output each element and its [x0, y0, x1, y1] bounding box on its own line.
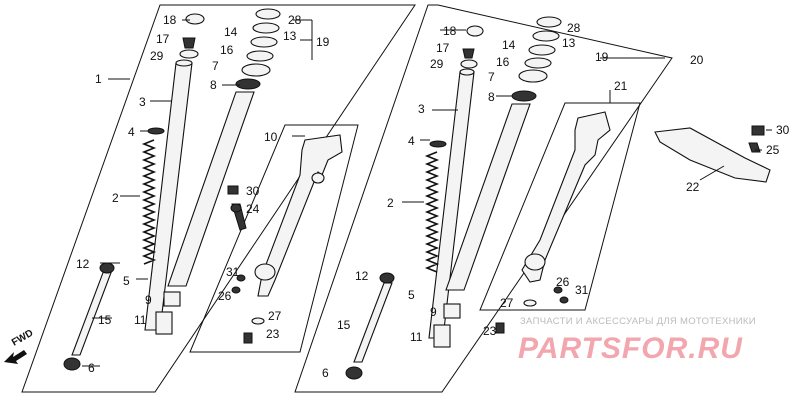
right-outer-tube	[445, 103, 531, 291]
label-7: 7	[212, 59, 219, 73]
left-part-6	[63, 357, 81, 371]
label-31: 31	[226, 265, 240, 279]
right-fender-bracket	[654, 127, 771, 183]
label-r25: 25	[766, 143, 780, 157]
label-18: 18	[163, 13, 177, 27]
label-r6: 6	[322, 366, 329, 380]
left-spring	[141, 139, 157, 265]
right-slider-panel	[479, 102, 641, 311]
label-r2: 2	[387, 196, 394, 210]
label-r14: 14	[502, 38, 516, 52]
fwd-label: FWD	[10, 328, 35, 349]
watermark-caption: ЗАПЧАСТИ И АКСЕССУАРЫ ДЛЯ МОТОТЕХНИКИ	[520, 316, 756, 327]
label-r8: 8	[488, 90, 495, 104]
label-r18: 18	[443, 24, 457, 38]
label-r11: 11	[410, 330, 423, 344]
left-outer-tube	[167, 91, 255, 287]
watermark: ЗАПЧАСТИ И АКСЕССУАРЫ ДЛЯ МОТОТЕХНИКИ PA…	[518, 316, 756, 365]
fwd-arrow-icon	[4, 350, 27, 364]
label-14: 14	[224, 25, 238, 39]
left-part-18	[185, 13, 205, 25]
right-spring	[424, 151, 440, 273]
label-11: 11	[134, 313, 147, 327]
label-r9: 9	[430, 305, 437, 319]
label-15: 15	[98, 313, 112, 327]
right-inner-tube	[428, 71, 475, 339]
label-r30: 30	[776, 123, 790, 137]
label-17: 17	[156, 32, 170, 46]
label-2: 2	[112, 191, 119, 205]
fwd-indicator: FWD	[4, 328, 35, 364]
label-r17: 17	[436, 41, 450, 55]
label-r20: 20	[690, 53, 704, 67]
label-r12: 12	[355, 269, 369, 283]
label-r28: 28	[567, 21, 581, 35]
label-r19: 19	[595, 50, 609, 64]
left-fork-assembly	[21, 4, 416, 393]
label-r7: 7	[488, 70, 495, 84]
left-panel-frame	[21, 4, 416, 393]
label-r16: 16	[496, 55, 510, 69]
left-part-29	[179, 49, 199, 59]
label-1: 1	[95, 72, 102, 86]
right-panel-frame	[294, 4, 673, 393]
label-8: 8	[210, 78, 217, 92]
right-fork-slider	[521, 111, 611, 283]
label-16: 16	[220, 43, 234, 57]
left-fork-slider	[257, 134, 343, 297]
left-part-12	[99, 262, 115, 274]
label-3: 3	[139, 95, 146, 109]
label-r3: 3	[418, 102, 425, 116]
label-4: 4	[128, 125, 135, 139]
right-fork-assembly	[294, 4, 771, 393]
label-13: 13	[283, 29, 297, 43]
label-19: 19	[316, 35, 330, 49]
label-r31: 31	[575, 283, 589, 297]
label-10: 10	[264, 130, 278, 144]
watermark-logo: PARTSFOR.RU	[518, 332, 743, 365]
label-23: 23	[266, 327, 280, 341]
left-part-11	[155, 311, 173, 335]
label-r26: 26	[556, 275, 570, 289]
left-slider-panel	[189, 124, 359, 353]
label-29: 29	[150, 49, 164, 63]
label-26: 26	[218, 289, 232, 303]
label-24: 24	[246, 202, 260, 216]
left-part-17	[182, 37, 196, 49]
label-r5: 5	[408, 288, 415, 302]
label-r29: 29	[430, 57, 444, 71]
label-r27: 27	[500, 296, 514, 310]
right-damper-rod	[353, 282, 393, 363]
left-part-9	[163, 291, 181, 307]
label-28: 28	[288, 13, 302, 27]
leader-lines	[82, 19, 772, 367]
left-part-4	[147, 127, 165, 135]
label-r22: 22	[686, 180, 700, 194]
label-9: 9	[145, 293, 152, 307]
label-30: 30	[246, 184, 260, 198]
label-27: 27	[268, 309, 282, 323]
label-5: 5	[123, 274, 130, 288]
label-6: 6	[88, 361, 95, 375]
label-r4: 4	[408, 134, 415, 148]
part-labels: 1 2 3 4 5 6 7 8 9 10 11 12 13 14 15 16 1…	[76, 13, 790, 380]
label-r15: 15	[337, 318, 351, 332]
label-r13: 13	[562, 36, 576, 50]
label-r21: 21	[614, 79, 628, 93]
label-12: 12	[76, 257, 90, 271]
label-r23: 23	[483, 324, 497, 338]
